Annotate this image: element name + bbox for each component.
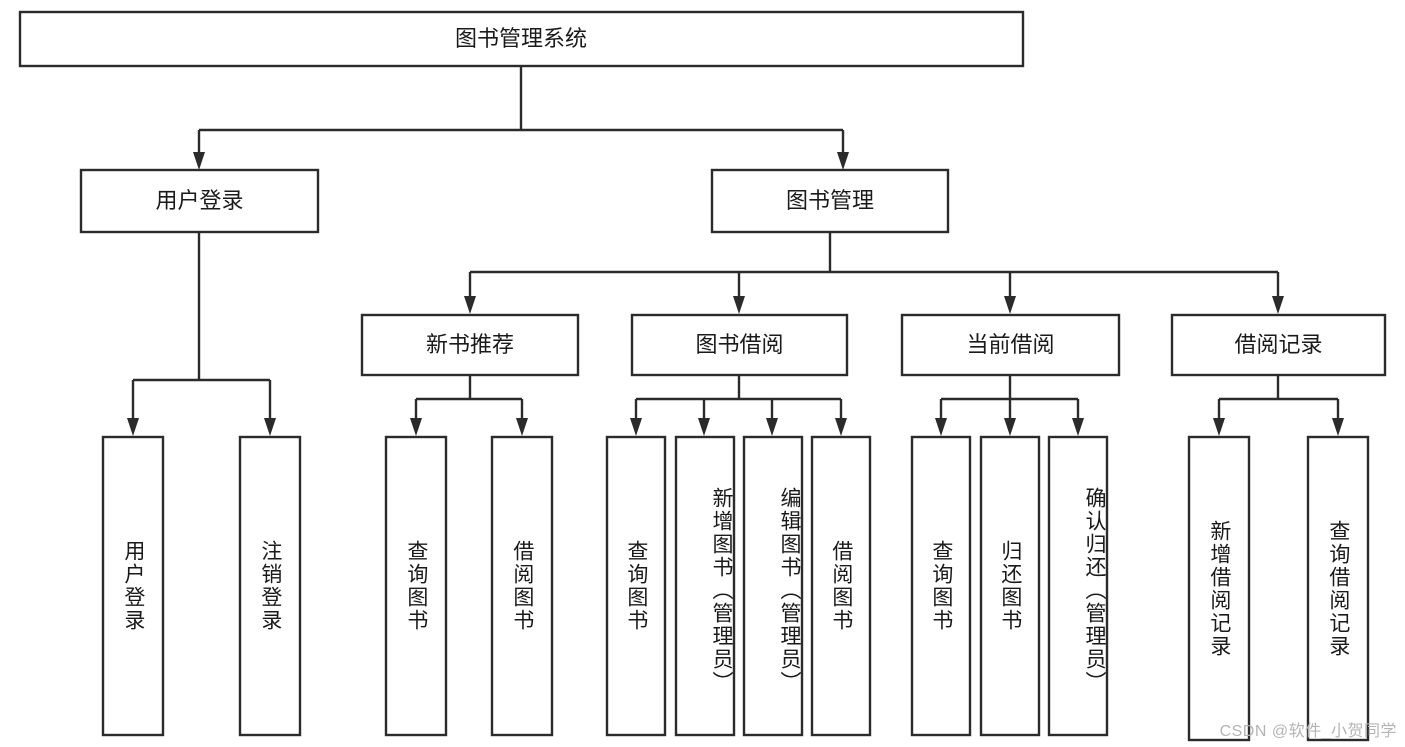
node-book-management[interactable]: 图书管理 (710, 168, 950, 234)
leaf-label-borrow-record-0: 新增借阅记录 (1207, 519, 1231, 658)
leaf-label-user-login-1: 注销登录 (258, 540, 282, 632)
connector-userlogin-to-leaves (127, 232, 276, 436)
leaf-box-book-borrow-1[interactable] (674, 435, 736, 737)
leaf-box-current-borrow-2[interactable] (1047, 435, 1109, 737)
leaf-box-user-login-0[interactable] (101, 435, 165, 737)
leaf-label-new-book-0: 查询图书 (404, 540, 428, 632)
leaf-label-new-book-1: 借阅图书 (510, 540, 534, 632)
node-book-borrow[interactable]: 图书借阅 (630, 313, 849, 377)
leaf-box-user-login-1[interactable] (238, 435, 302, 737)
leaf-label-book-borrow-2: 编辑图书（管理员） (778, 486, 801, 694)
connector-newbook-to-leaves (410, 375, 528, 436)
leaf-box-current-borrow-0[interactable] (910, 435, 972, 737)
node-borrow-record-label: 借阅记录 (1234, 332, 1322, 357)
leaf-box-borrow-record-1[interactable] (1306, 435, 1370, 742)
leaf-box-borrow-record-0[interactable] (1187, 435, 1251, 742)
connector-root-to-level2 (193, 66, 849, 170)
connector-bookborrow-to-leaves (630, 375, 847, 436)
leaf-label-book-borrow-0: 查询图书 (624, 540, 648, 632)
node-new-book-recommend[interactable]: 新书推荐 (360, 313, 580, 377)
node-book-borrow-label: 图书借阅 (695, 332, 783, 357)
leaf-label-borrow-record-1: 查询借阅记录 (1326, 519, 1350, 658)
node-current-borrow-label: 当前借阅 (966, 332, 1054, 357)
leaf-label-book-borrow-1: 新增图书（管理员） (710, 486, 733, 694)
leaf-label-current-borrow-1: 归还图书 (998, 540, 1022, 632)
node-user-login[interactable]: 用户登录 (79, 168, 320, 234)
node-root[interactable]: 图书管理系统 (18, 10, 1025, 68)
node-root-label: 图书管理系统 (455, 26, 587, 51)
leaf-box-new-book-1[interactable] (490, 435, 554, 737)
leaf-box-new-book-0[interactable] (384, 435, 448, 737)
leaf-box-current-borrow-1[interactable] (979, 435, 1041, 737)
leaf-box-book-borrow-0[interactable] (605, 435, 667, 737)
leaf-box-book-borrow-3[interactable] (810, 435, 872, 737)
node-user-login-label: 用户登录 (155, 188, 243, 213)
csdn-watermark: CSDN @软件_小贺同学 (1219, 723, 1397, 740)
leaf-label-book-borrow-3: 借阅图书 (829, 540, 853, 632)
leaf-label-current-borrow-2: 确认归还（管理员） (1083, 486, 1106, 694)
node-new-book-recommend-label: 新书推荐 (426, 332, 514, 357)
leaf-box-book-borrow-2[interactable] (742, 435, 804, 737)
connector-currentborrow-to-leaves (935, 375, 1084, 436)
node-borrow-record[interactable]: 借阅记录 (1170, 313, 1387, 377)
connector-bookmgmt-to-level3 (464, 232, 1284, 314)
connector-borrowrecord-to-leaves (1213, 375, 1344, 436)
leaf-label-current-borrow-0: 查询图书 (929, 540, 953, 632)
leaf-label-user-login-0: 用户登录 (121, 540, 145, 632)
node-current-borrow[interactable]: 当前借阅 (900, 313, 1121, 377)
node-book-management-label: 图书管理 (786, 188, 874, 213)
